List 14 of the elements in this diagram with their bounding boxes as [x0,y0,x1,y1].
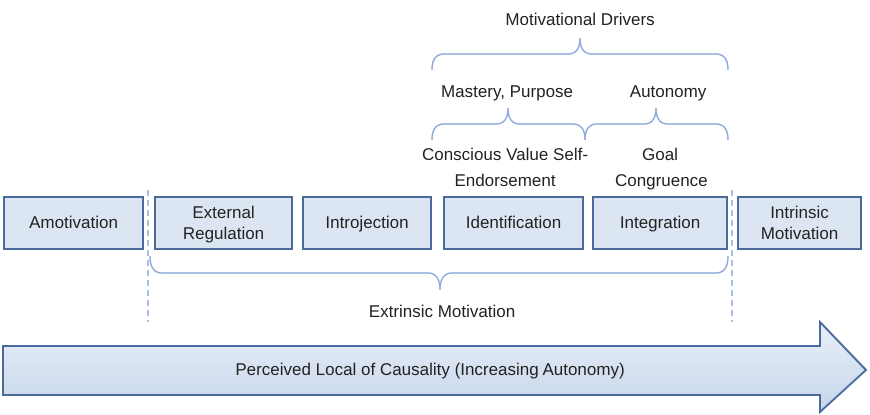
arrow-text: Perceived Local of Causality (Increasing Autonomy) [235,359,625,381]
stage-box: Identification [443,196,584,250]
stage-box: Introjection [302,196,432,250]
annotation-label: Extrinsic Motivation [368,301,516,323]
annotation-label: Conscious Value Self-Endorsement [421,144,589,192]
stage-box: Intrinsic Motivation [737,196,862,250]
annotation-label: Motivational Drivers [505,9,655,31]
arrow-shape [2,320,868,414]
stage-box: External Regulation [154,196,293,250]
stage-box: Integration [592,196,728,250]
stage-box: Amotivation [3,196,144,250]
annotation-label: Goal Congruence [615,144,705,192]
annotation-label: Mastery, Purpose [441,81,573,103]
annotation-label: Autonomy [630,81,706,103]
